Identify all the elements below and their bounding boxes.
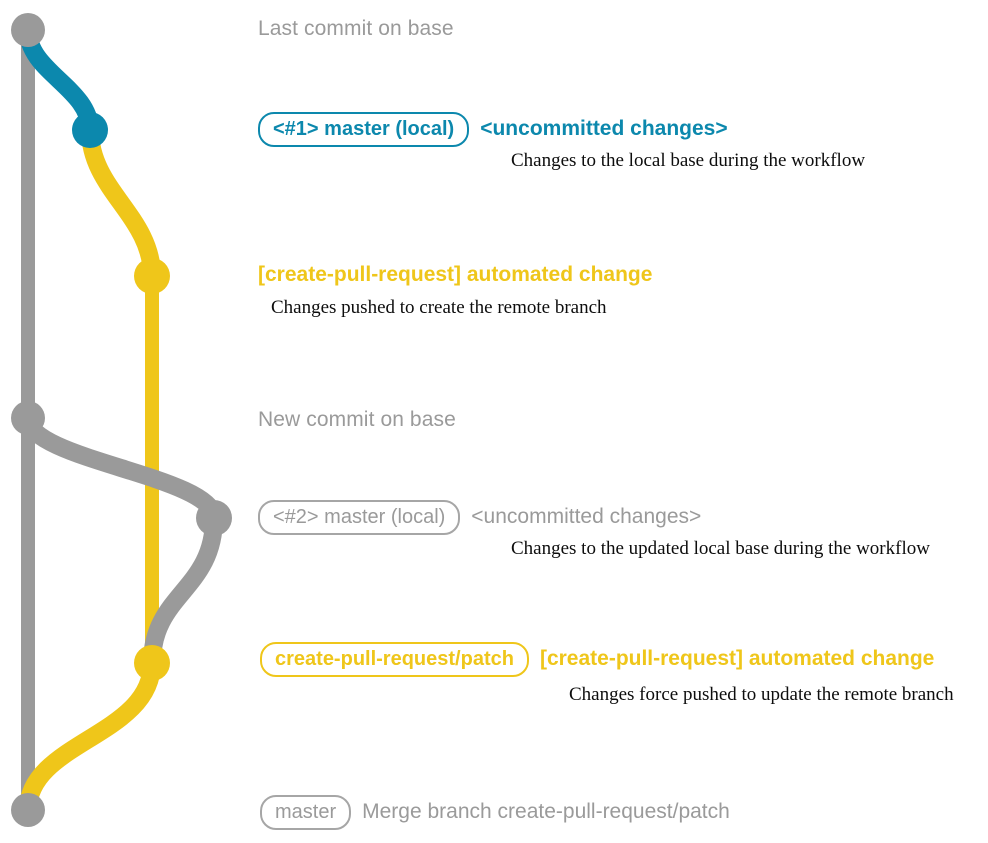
commit-node-local-1[interactable] (72, 112, 108, 148)
commit-node-local-2[interactable] (196, 500, 232, 536)
branch-tag-create-pull-request-patch[interactable]: create-pull-request/patch (260, 642, 529, 677)
commit-node-base-1[interactable] (11, 13, 45, 47)
commit-node-remote-1[interactable] (134, 258, 170, 294)
row-new-commit-on-base: New commit on base (258, 408, 456, 432)
row-automated-change-1: [create-pull-request] automated change (258, 263, 652, 287)
commit-node-base-2[interactable] (11, 401, 45, 435)
description-master-local-2: Changes to the updated local base during… (511, 538, 930, 559)
commit-message-master-local-1: <uncommitted changes> (480, 117, 728, 140)
description-patch-branch: Changes force pushed to update the remot… (569, 684, 954, 705)
branch-tag-master-local-2[interactable]: <#2> master (local) (258, 500, 461, 535)
graph-edges (19, 21, 223, 819)
label-new-commit-on-base: New commit on base (258, 408, 456, 431)
edge-local1-to-remote1 (81, 121, 161, 285)
edge-remote2-to-merge (19, 654, 161, 819)
commit-node-remote-2[interactable] (134, 645, 170, 681)
edge-base2-to-local2 (19, 409, 223, 527)
graph-nodes (11, 13, 232, 827)
commit-message-patch-branch: [create-pull-request] automated change (539, 647, 935, 670)
description-master-local-1: Changes to the local base during the wor… (511, 150, 866, 171)
commit-message-automated-change-1: [create-pull-request] automated change (258, 263, 653, 286)
commit-message-merge: Merge branch create-pull-request/patch (362, 800, 730, 823)
row-merge-commit: master Merge branch create-pull-request/… (260, 795, 730, 830)
row-master-local-2: <#2> master (local) <uncommitted changes… (258, 500, 701, 535)
label-last-commit-on-base: Last commit on base (258, 17, 454, 40)
commit-message-master-local-2: <uncommitted changes> (471, 505, 702, 528)
row-patch-branch: create-pull-request/patch [create-pull-r… (260, 642, 934, 677)
commit-node-base-3[interactable] (11, 793, 45, 827)
branch-tag-master-local-1[interactable]: <#1> master (local) (258, 112, 470, 147)
branch-tag-master[interactable]: master (260, 795, 352, 830)
row-master-local-1: <#1> master (local) <uncommitted changes… (258, 112, 728, 147)
row-last-commit-on-base: Last commit on base (258, 17, 454, 41)
description-automated-change-1: Changes pushed to create the remote bran… (271, 297, 607, 318)
edge-local2-to-remote2 (143, 509, 223, 672)
